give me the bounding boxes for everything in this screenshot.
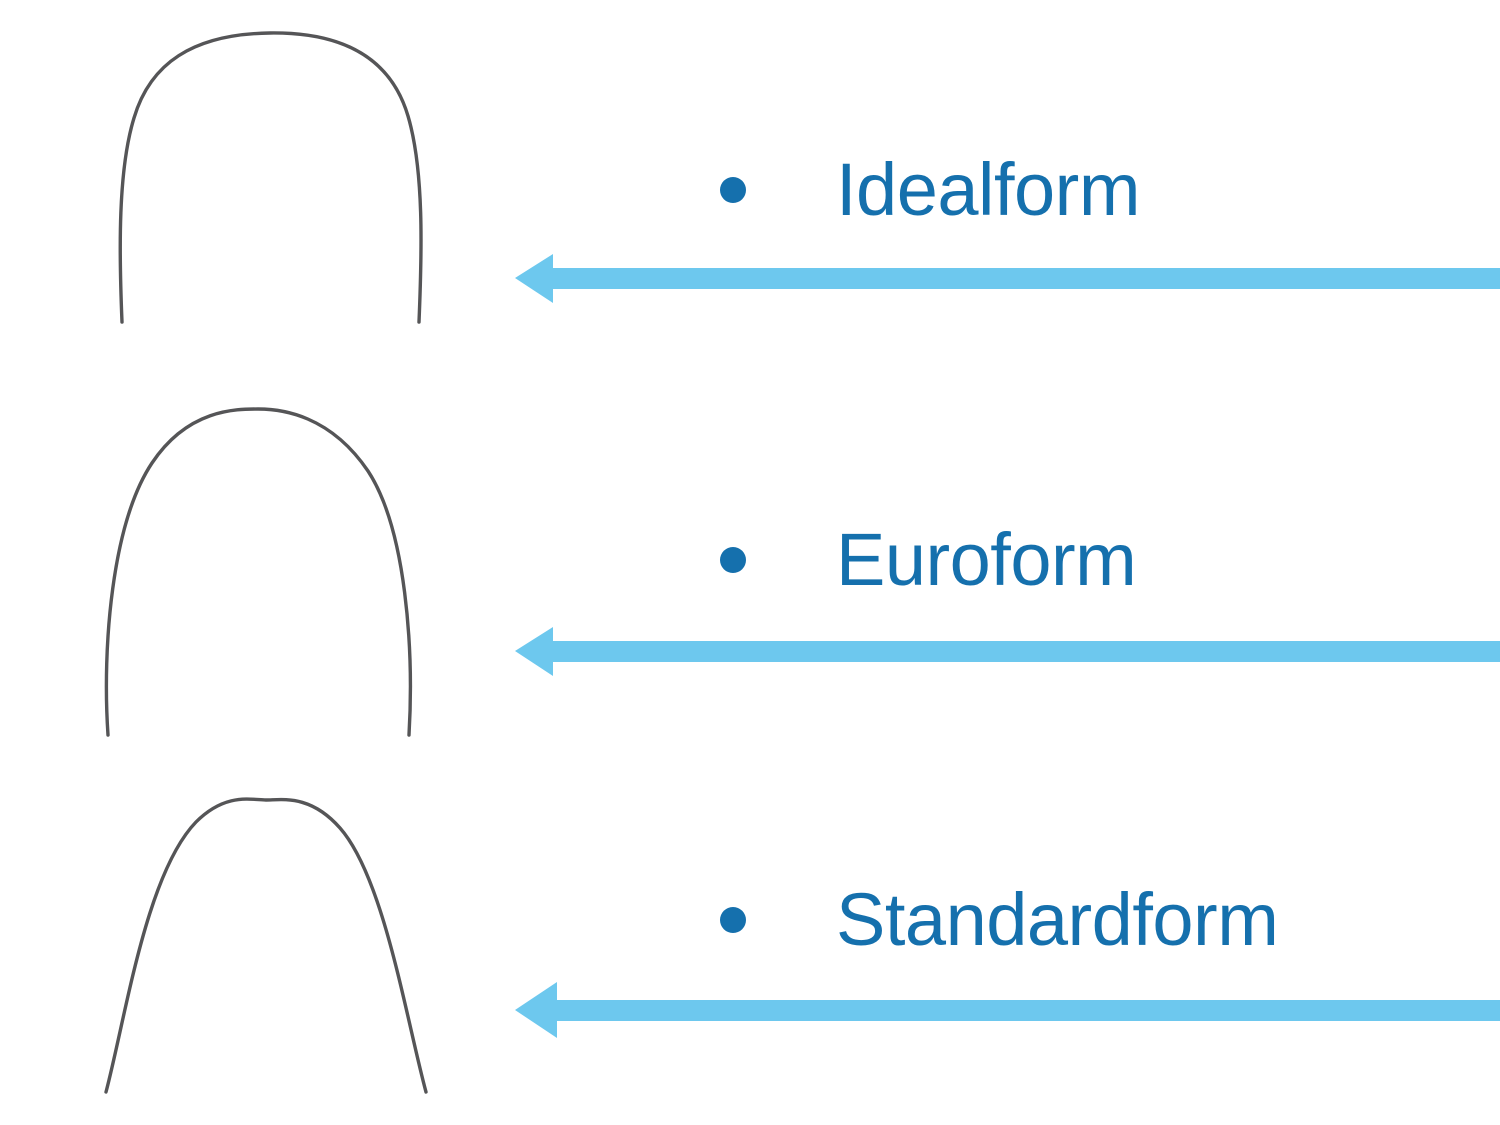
list-item-idealform[interactable]: Idealform (720, 145, 1140, 235)
list-item-label: Standardform (836, 878, 1279, 961)
list-item-label: Idealform (836, 148, 1140, 231)
bullet-icon (720, 177, 746, 203)
arrow-left-idealform (505, 248, 1500, 308)
arrow-left-standardform-svg (515, 982, 1500, 1038)
bullet-icon (720, 547, 746, 573)
arch-wire-idealform (0, 10, 480, 340)
list-item-standardform[interactable]: Standardform (720, 875, 1279, 965)
arrow-left-euroform-svg (515, 627, 1500, 676)
arrow-left-euroform (505, 621, 1500, 681)
arch-wire-standardform-svg (104, 797, 428, 1094)
arch-wire-idealform-path (118, 31, 423, 324)
bullet-icon (720, 907, 746, 933)
arrow-left-idealform-svg (515, 254, 1500, 303)
arrow-left-icon (515, 254, 1500, 303)
list-item-label: Euroform (836, 518, 1137, 601)
arch-wire-euroform-svg (104, 407, 413, 737)
arch-wire-idealform-svg (118, 31, 423, 324)
arch-wire-standardform (0, 780, 480, 1110)
arrow-left-icon (515, 982, 1500, 1038)
arch-wire-euroform-path (104, 407, 413, 737)
arch-wire-euroform (0, 395, 480, 745)
arrow-left-icon (515, 627, 1500, 676)
list-item-euroform[interactable]: Euroform (720, 515, 1137, 605)
arch-wire-standardform-path (104, 797, 428, 1094)
arrow-left-standardform (505, 978, 1500, 1038)
